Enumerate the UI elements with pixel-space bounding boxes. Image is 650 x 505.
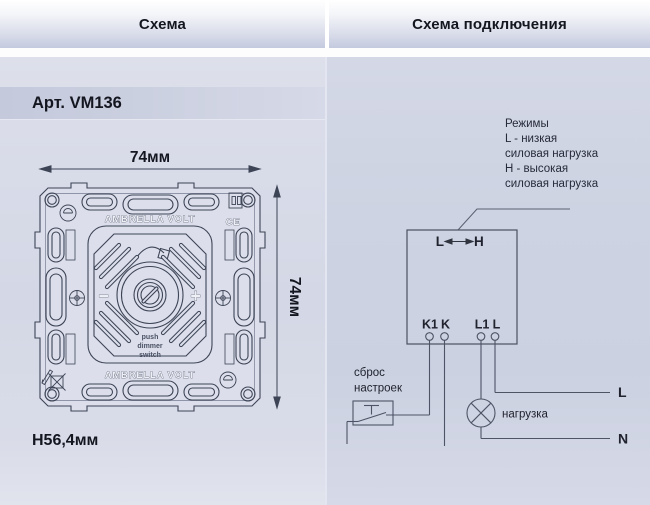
modes-line-1: L - низкая	[505, 133, 558, 145]
ce-mark: CE	[226, 217, 241, 228]
double-arrow-icon	[443, 238, 475, 245]
brand-text-top: AMBRELLA VOLT	[105, 214, 196, 225]
dimension-height	[273, 184, 281, 410]
dimmer-knob	[116, 261, 184, 329]
terminal-label-k: K	[441, 318, 450, 332]
claw-slots-top	[81, 193, 220, 215]
wiring-diagram-svg: L H K1 K L1 L	[346, 208, 628, 447]
lamp-icon	[466, 398, 496, 428]
terminal-label-k1: K1	[422, 318, 438, 332]
dimmer-face	[87, 225, 213, 364]
arrow-left-icon	[38, 165, 52, 173]
section-header-wiring-label: Схема подключения	[412, 15, 567, 33]
section-header-wiring: Схема подключения	[329, 0, 650, 48]
arrow-up-icon	[273, 184, 281, 198]
section-header-schema: Схема	[0, 0, 325, 48]
face-ribs	[93, 242, 207, 348]
arrow-right-icon	[248, 165, 262, 173]
dimmer-body-box	[406, 229, 518, 345]
leader-line	[457, 208, 570, 231]
dimension-width-label: 74мм	[130, 149, 170, 166]
modes-title: Режимы	[505, 118, 549, 130]
screw-icon	[69, 290, 231, 306]
modes-line-4: силовая нагрузка	[505, 178, 599, 190]
load-label: нагрузка	[502, 409, 549, 421]
arrow-down-icon	[273, 396, 281, 410]
side-slots-right	[224, 227, 255, 365]
mode-switch: L H	[436, 234, 484, 249]
wires	[386, 340, 610, 446]
brand-text-bottom: AMBRELLA VOLT	[105, 370, 196, 381]
terminal-label-l1: L1	[475, 318, 490, 332]
knob-caption-2: dimmer	[137, 343, 163, 350]
reset-button-icon	[346, 400, 394, 444]
terminal-window-icon	[228, 192, 243, 209]
section-header-schema-label: Схема	[138, 15, 187, 33]
knob-slot	[141, 286, 159, 304]
mode-high-label: H	[474, 234, 484, 249]
terminal-label-l: L	[493, 318, 501, 332]
modes-line-2: силовая нагрузка	[505, 148, 599, 160]
knob-caption-1: push	[142, 334, 159, 341]
clip-symbol-icon	[59, 204, 237, 389]
side-slots-left	[45, 227, 76, 365]
claw-slots-bottom	[81, 380, 220, 401]
reset-label-2: настроек	[354, 383, 403, 395]
knob-caption-3: switch	[139, 352, 161, 359]
mode-low-label: L	[436, 234, 444, 249]
panel-divider	[325, 57, 327, 505]
pencil-icon	[41, 369, 54, 386]
reset-label-1: сброс	[354, 367, 385, 379]
header-underline	[0, 48, 650, 57]
dimension-width	[38, 165, 262, 173]
section-headers: Схема Схема подключения	[0, 0, 650, 48]
modes-note: Режимы L - низкая силовая нагрузка H - в…	[505, 117, 647, 192]
minus-sign: −	[98, 286, 109, 306]
dimension-depth-label: H56,4мм	[32, 432, 99, 449]
article-band: Арт. VM136	[0, 87, 325, 120]
line-l-label: L	[618, 384, 627, 400]
device-drawing-svg: 74мм 74мм	[34, 149, 303, 412]
panel-wiring	[327, 57, 650, 505]
modes-line-3: H - высокая	[505, 163, 569, 175]
plus-sign: +	[190, 286, 201, 306]
header-divider	[325, 0, 329, 48]
terminal-contacts	[425, 332, 500, 341]
article-number: Арт. VM136	[32, 93, 122, 112]
crossed-square-icon	[48, 373, 66, 391]
line-n-label: N	[618, 431, 628, 447]
dimension-height-label: 74мм	[286, 277, 303, 317]
marking-icons	[41, 369, 66, 391]
